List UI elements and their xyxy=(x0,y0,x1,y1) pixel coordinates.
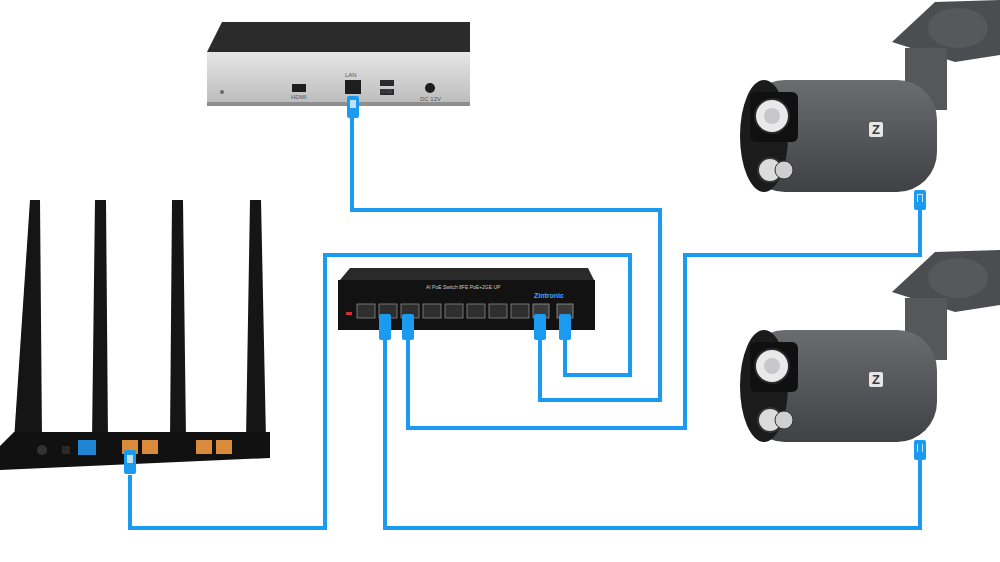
router-lan-port xyxy=(196,440,212,454)
network-cable xyxy=(385,330,920,528)
rj45-port xyxy=(445,304,463,318)
router-lan-port xyxy=(142,440,158,454)
wifi-router xyxy=(0,195,272,475)
port-label: USB xyxy=(380,88,392,94)
port-label: HDMI xyxy=(291,94,306,100)
cable-plug xyxy=(124,450,136,474)
nvr-front xyxy=(207,52,470,102)
rj45-port xyxy=(467,304,485,318)
nvr-base xyxy=(207,102,470,106)
rj45-port xyxy=(511,304,529,318)
camera-illustration xyxy=(740,250,1000,460)
router-antenna xyxy=(246,200,266,440)
port-label: DC 12V xyxy=(420,96,441,102)
nvr-top xyxy=(207,22,470,52)
switch-front xyxy=(338,280,595,330)
network-cable xyxy=(352,108,660,400)
ip-camera: Z xyxy=(735,250,1000,440)
router-power-jack xyxy=(62,446,70,454)
network-cable xyxy=(408,195,920,428)
router-antenna xyxy=(170,200,186,440)
dc-port xyxy=(425,83,435,93)
rj45-port xyxy=(489,304,507,318)
rj45-port xyxy=(357,304,375,318)
router-antenna xyxy=(14,200,42,440)
camera-illustration xyxy=(740,0,1000,210)
switch-top xyxy=(340,268,594,280)
poe-switch: AI PoE Switch 8FE PoE+2GE UP Zintronic xyxy=(338,268,595,330)
port-label: LAN xyxy=(345,72,357,78)
router-power-button xyxy=(37,445,47,455)
router-wan-port xyxy=(78,440,96,455)
cam-logo: Z xyxy=(869,372,883,387)
usb-port xyxy=(380,80,394,86)
nvr-led xyxy=(220,90,224,94)
router-lan-port xyxy=(216,440,232,454)
network-cable xyxy=(130,255,630,528)
lan-port xyxy=(345,80,361,94)
cam-logo: Z xyxy=(869,122,883,137)
cable-plug-detail xyxy=(350,100,356,108)
cable-plug xyxy=(379,314,391,340)
nvr-recorder: HDMI LAN USB DC 12V xyxy=(205,20,472,108)
rj45-port xyxy=(423,304,441,318)
usb-port xyxy=(380,89,394,95)
switch-indicator xyxy=(346,312,352,315)
hdmi-port xyxy=(292,84,306,92)
cable-plug-detail xyxy=(127,455,133,463)
switch-brand: Zintronic xyxy=(534,292,564,299)
cable-plug xyxy=(534,314,546,340)
router-antenna xyxy=(92,200,108,440)
cable-plug xyxy=(559,314,571,340)
cable-plug xyxy=(402,314,414,340)
cable-plug xyxy=(347,96,359,118)
ip-camera: Z xyxy=(735,0,1000,195)
switch-model: AI PoE Switch 8FE PoE+2GE UP xyxy=(426,285,500,290)
